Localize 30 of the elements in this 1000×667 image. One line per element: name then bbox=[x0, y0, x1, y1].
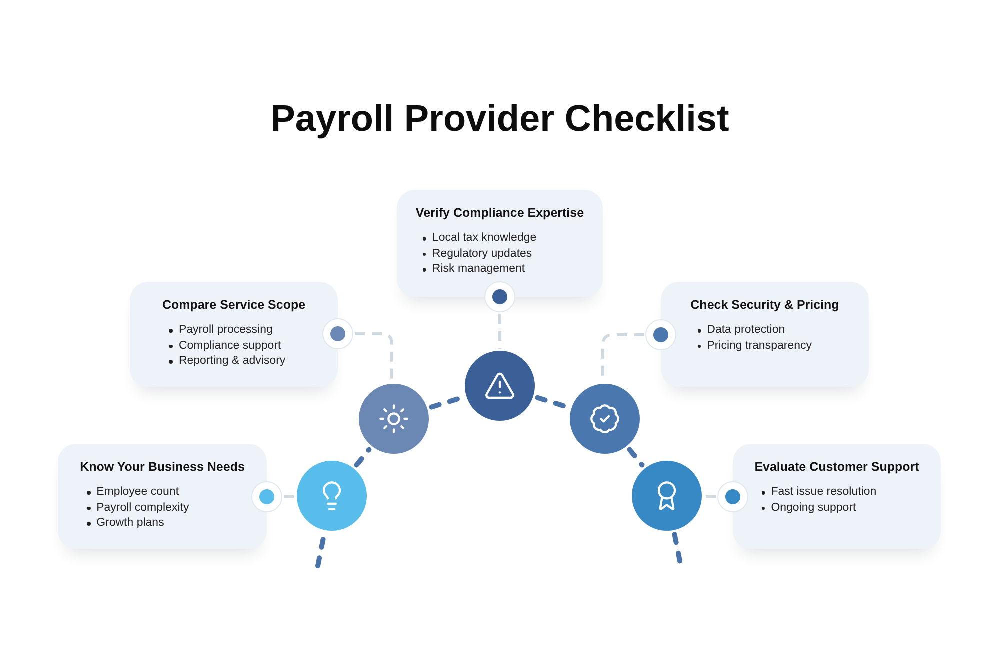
list-item-text: Fast issue resolution bbox=[771, 485, 877, 500]
list-item-text: Employee count bbox=[96, 485, 180, 500]
list-item-text: Risk management bbox=[432, 262, 526, 277]
card-heading: Compare Service Scope bbox=[162, 298, 306, 313]
list-item-text: Growth plans bbox=[96, 516, 164, 531]
list-item-text: Reporting & advisory bbox=[178, 354, 286, 369]
list-item-text: Payroll processing bbox=[178, 323, 273, 338]
diagram-title: Payroll Provider Checklist bbox=[270, 97, 730, 141]
list-item-text: Local tax knowledge bbox=[432, 231, 537, 246]
dashed-connector-line bbox=[484, 282, 516, 349]
card-heading: Verify Compliance Expertise bbox=[416, 206, 584, 221]
list-item-text: Ongoing support bbox=[771, 500, 856, 516]
card-heading: Check Security & Pricing bbox=[690, 298, 840, 313]
dashed-connector-line bbox=[322, 318, 394, 382]
checklist-card bbox=[130, 282, 338, 387]
card-heading: Evaluate Customer Support bbox=[754, 460, 920, 475]
checklist-card bbox=[397, 190, 603, 297]
dashed-connector-line bbox=[252, 482, 296, 512]
card-heading: Know Your Business Needs bbox=[80, 460, 245, 475]
list-item-text: Compliance support bbox=[178, 338, 282, 354]
checklist-card bbox=[58, 444, 267, 549]
list-item-text: Payroll complexity bbox=[96, 500, 190, 516]
dashed-path-line bbox=[354, 447, 372, 468]
checklist-card bbox=[733, 444, 941, 549]
dashed-connector-line bbox=[704, 482, 748, 512]
list-item-text: Regulatory updates bbox=[432, 246, 532, 262]
list-item-text: Data protection bbox=[707, 323, 786, 338]
dashed-path-line bbox=[627, 447, 645, 468]
checklist-card bbox=[661, 282, 869, 387]
list-item-text: Pricing transparency bbox=[707, 338, 812, 354]
